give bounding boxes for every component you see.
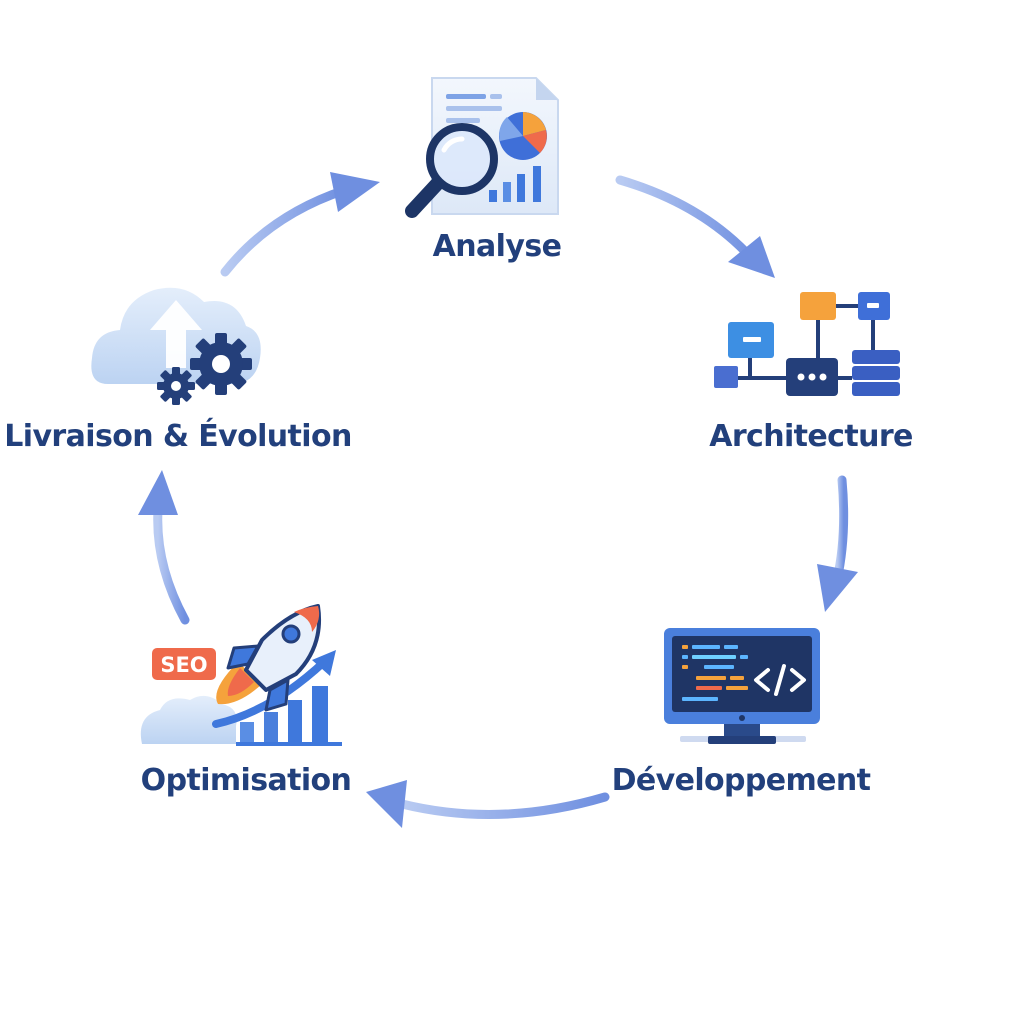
seo-badge-text: SEO [160,653,207,677]
stage-label-analyse: Analyse [432,229,562,264]
arrow-optimisation-to-livraison [138,470,190,625]
stage-label-architecture: Architecture [709,419,913,454]
stage-label-optimisation: Optimisation [140,763,352,798]
arrow-architecture-to-developpement [817,475,858,612]
seo-badge [152,648,216,680]
stage-label-livraison: Livraison & Évolution [4,419,352,454]
cloud-gears-icon [91,287,261,405]
arrow-developpement-to-optimisation [366,780,610,828]
rocket-growth-icon: SEO [140,604,342,746]
stage-label-developpement: Développement [611,763,871,798]
report-magnifier-icon [405,77,559,218]
code-monitor-icon [664,628,820,744]
system-blocks-icon [714,292,900,396]
arrow-analyse-to-architecture [615,175,775,278]
arrow-livraison-to-analyse [220,172,380,277]
